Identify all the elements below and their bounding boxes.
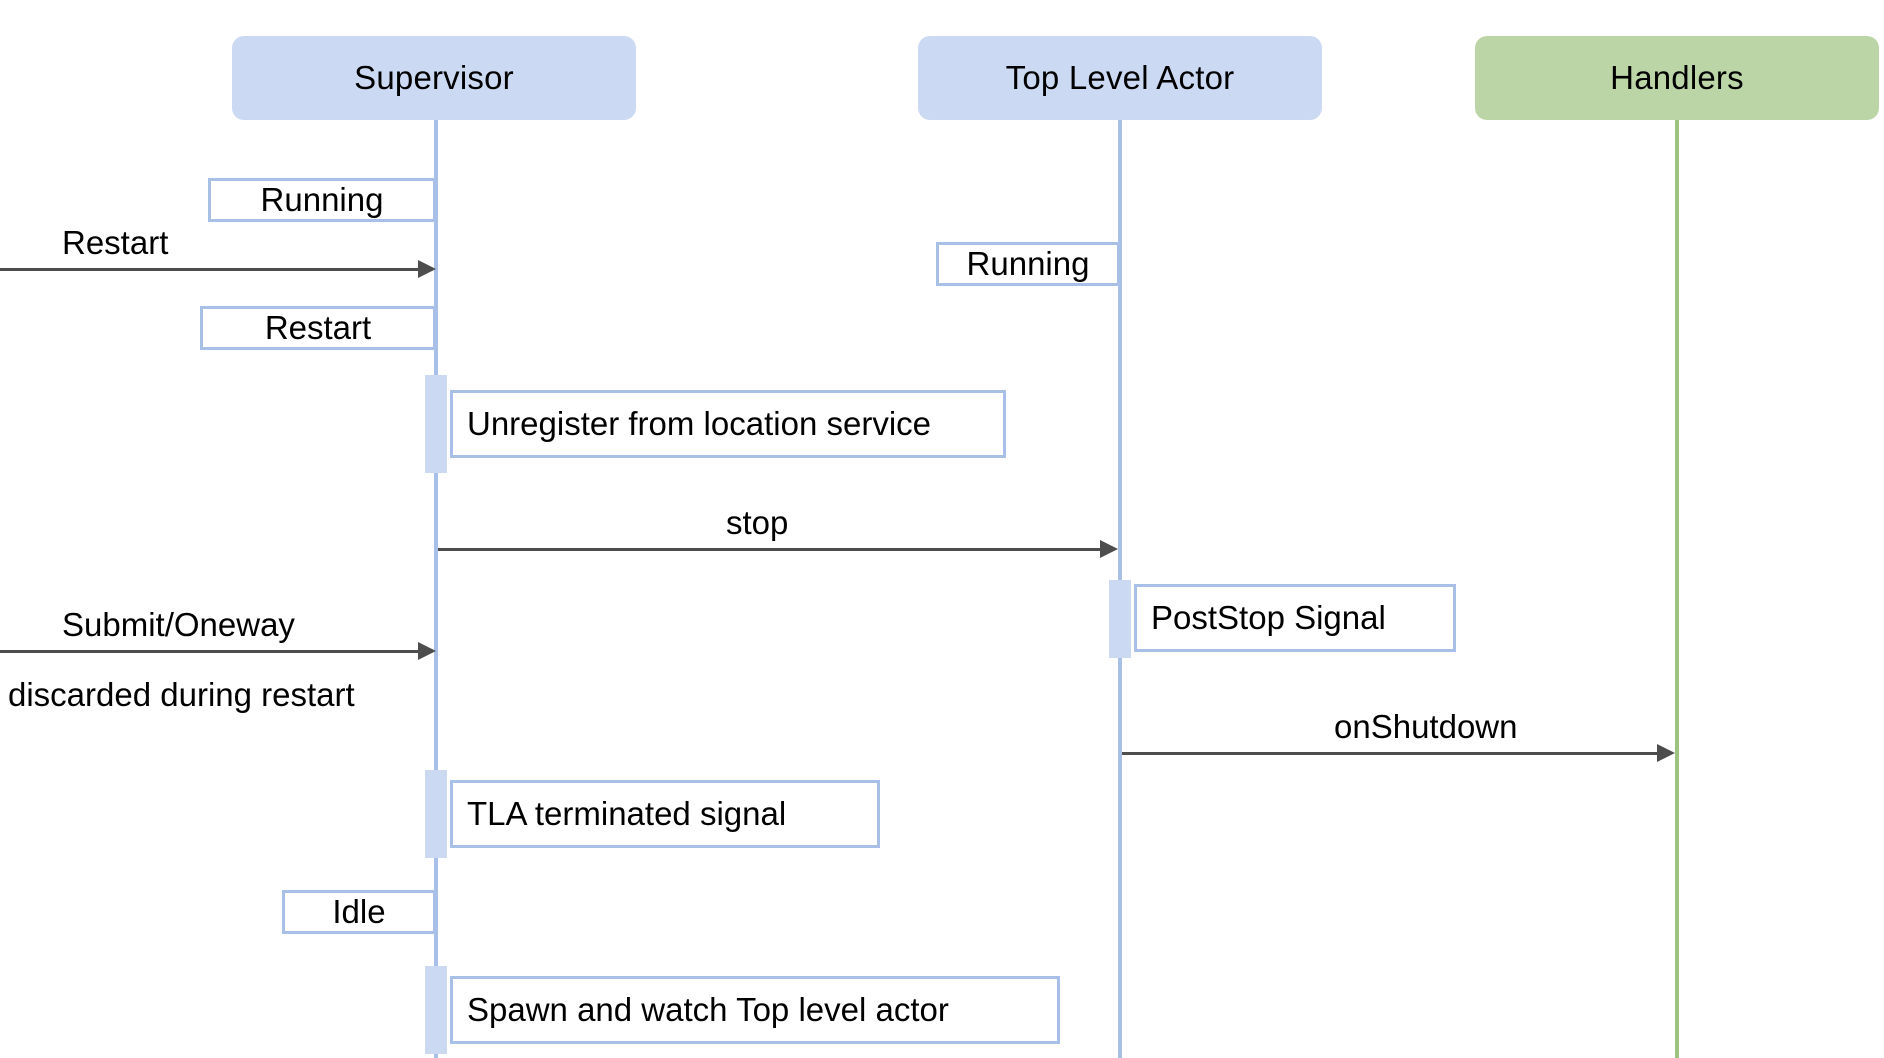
participant-top-level-actor[interactable]: Top Level Actor bbox=[918, 36, 1322, 120]
activation-bar-unregister bbox=[425, 375, 447, 473]
message-line-restart bbox=[0, 268, 420, 271]
message-label-restart: Restart bbox=[62, 224, 169, 261]
message-label-stop: stop bbox=[726, 504, 789, 541]
state-box-supervisor-idle: Idle bbox=[282, 890, 436, 934]
message-sublabel-discarded-during-restart: discarded during restart bbox=[8, 676, 355, 713]
message-label-submit-oneway: Submit/Oneway bbox=[62, 606, 295, 643]
state-box-tla-running: Running bbox=[936, 242, 1120, 286]
note-spawn-and-watch-top-level-actor: Spawn and watch Top level actor bbox=[450, 976, 1060, 1044]
note-unregister-from-location-service: Unregister from location service bbox=[450, 390, 1006, 458]
lifeline-handlers bbox=[1675, 120, 1679, 1058]
participant-supervisor[interactable]: Supervisor bbox=[232, 36, 636, 120]
note-label: TLA terminated signal bbox=[467, 795, 787, 832]
participant-handlers-label: Handlers bbox=[1610, 59, 1744, 96]
state-label: Running bbox=[966, 245, 1090, 282]
state-label: Running bbox=[260, 181, 384, 218]
activation-bar-spawn bbox=[425, 966, 447, 1054]
activation-bar-tla-terminated bbox=[425, 770, 447, 858]
message-line-onshutdown bbox=[1122, 752, 1659, 755]
note-label: Unregister from location service bbox=[467, 405, 931, 442]
message-label-onshutdown: onShutdown bbox=[1334, 708, 1518, 745]
activation-bar-poststop bbox=[1109, 580, 1131, 658]
message-line-submit-oneway bbox=[0, 650, 420, 653]
message-arrowhead-submit-oneway bbox=[418, 642, 436, 660]
note-tla-terminated-signal: TLA terminated signal bbox=[450, 780, 880, 848]
state-box-supervisor-restart: Restart bbox=[200, 306, 436, 350]
state-label: Restart bbox=[264, 309, 372, 346]
participant-top-level-actor-label: Top Level Actor bbox=[1005, 59, 1235, 96]
message-line-stop bbox=[438, 548, 1102, 551]
state-label: Idle bbox=[332, 893, 386, 930]
message-arrowhead-onshutdown bbox=[1657, 744, 1675, 762]
lifeline-supervisor bbox=[434, 120, 438, 1058]
participant-handlers[interactable]: Handlers bbox=[1475, 36, 1879, 120]
participant-supervisor-label: Supervisor bbox=[354, 59, 514, 96]
note-label: PostStop Signal bbox=[1151, 599, 1386, 636]
note-poststop-signal: PostStop Signal bbox=[1134, 584, 1456, 652]
state-box-supervisor-running: Running bbox=[208, 178, 436, 222]
message-arrowhead-stop bbox=[1100, 540, 1118, 558]
note-label: Spawn and watch Top level actor bbox=[467, 991, 949, 1028]
message-arrowhead-restart bbox=[418, 260, 436, 278]
